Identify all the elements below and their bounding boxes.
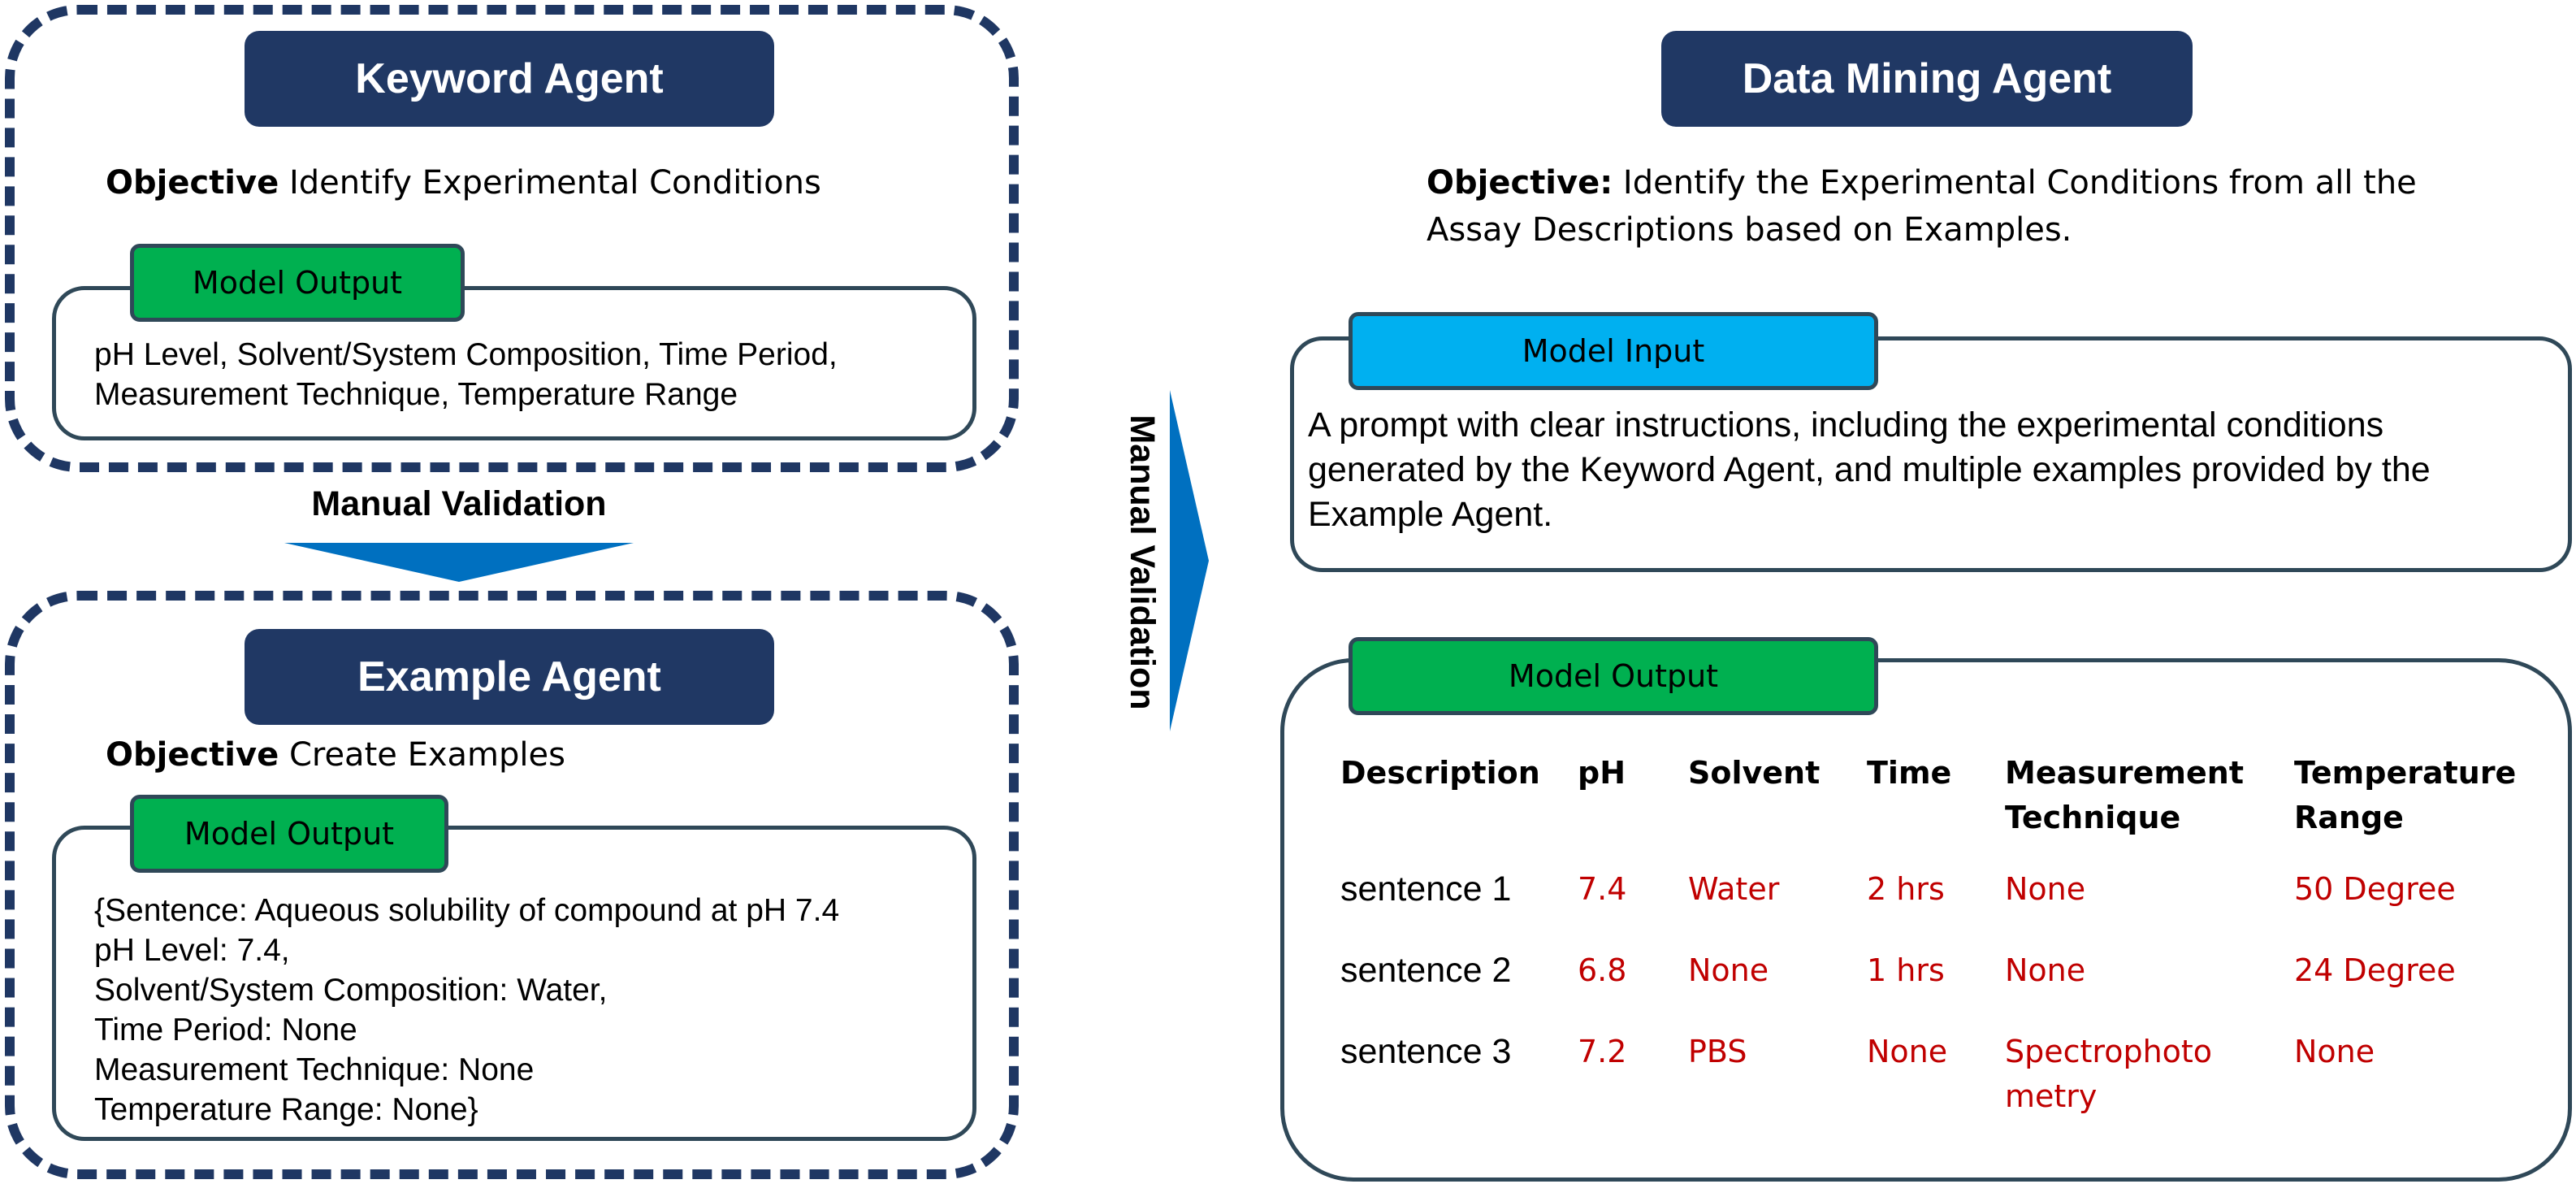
input-line: generated by the Keyword Agent, and mult… xyxy=(1308,450,2431,489)
data-mining-objective: Objective: Identify the Experimental Con… xyxy=(1427,159,2483,254)
model-output-panel xyxy=(1280,658,2572,1182)
example-agent-group xyxy=(5,591,1019,1179)
example-agent-title: Example Agent xyxy=(245,629,774,725)
objective-text: Create Examples xyxy=(279,736,565,774)
manual-validation-right-label: Manual Validation xyxy=(1123,414,1162,710)
arrow-right-icon xyxy=(1170,390,1209,731)
input-line: Example Agent. xyxy=(1308,495,1553,534)
objective-label: Objective xyxy=(106,164,279,202)
data-mining-agent-title: Data Mining Agent xyxy=(1661,31,2193,127)
objective-text: Identify Experimental Conditions xyxy=(279,164,821,202)
keyword-agent-objective: Objective Identify Experimental Conditio… xyxy=(106,159,999,206)
keyword-agent-group xyxy=(5,5,1019,472)
output-line: Time Period: None xyxy=(94,1013,357,1047)
output-line: Measurement Technique, Temperature Range xyxy=(94,377,738,412)
example-output-text: {Sentence: Aqueous solubility of compoun… xyxy=(94,891,972,1130)
output-line: Measurement Technique: None xyxy=(94,1052,535,1087)
output-line: Solvent/System Composition: Water, xyxy=(94,973,608,1008)
example-agent-objective: Objective Create Examples xyxy=(106,731,999,778)
model-output-tag: Model Output xyxy=(1349,637,1878,715)
output-line: pH Level, Solvent/System Composition, Ti… xyxy=(94,337,838,372)
objective-label: Objective: xyxy=(1427,164,1613,202)
manual-validation-down-label: Manual Validation xyxy=(311,484,607,523)
example-output-tag: Model Output xyxy=(130,795,448,873)
model-input-panel xyxy=(1290,336,2572,572)
input-line: A prompt with clear instructions, includ… xyxy=(1308,406,2384,445)
objective-text: Identify the Experimental Conditions fro… xyxy=(1613,164,2417,202)
output-line: {Sentence: Aqueous solubility of compoun… xyxy=(94,893,840,928)
objective-text-line2: Assay Descriptions based on Examples. xyxy=(1427,211,2072,249)
model-input-text: A prompt with clear instructions, includ… xyxy=(1308,403,2563,537)
keyword-output-text: pH Level, Solvent/System Composition, Ti… xyxy=(94,335,972,414)
example-output-panel xyxy=(52,826,976,1141)
model-input-tag: Model Input xyxy=(1349,312,1878,390)
objective-label: Objective xyxy=(106,736,279,774)
output-line: Temperature Range: None} xyxy=(94,1092,478,1127)
keyword-agent-title: Keyword Agent xyxy=(245,31,774,127)
output-line: pH Level: 7.4, xyxy=(94,933,290,968)
keyword-output-tag: Model Output xyxy=(130,244,465,322)
arrow-down-icon xyxy=(284,543,634,582)
